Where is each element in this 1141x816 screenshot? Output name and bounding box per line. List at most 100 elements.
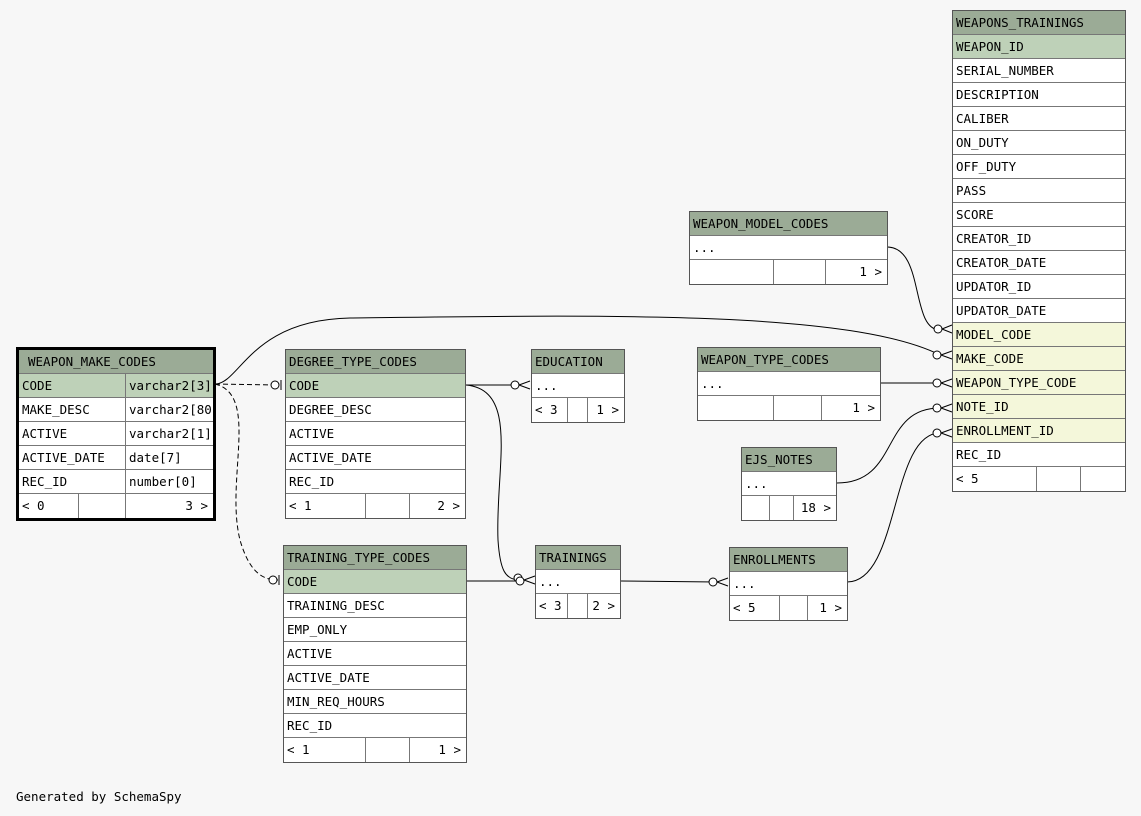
children-count[interactable]: 1 > — [859, 264, 882, 279]
table-header[interactable]: DEGREE_TYPE_CODES — [286, 350, 465, 374]
table-degree-type-codes[interactable]: DEGREE_TYPE_CODES CODE DEGREE_DESC ACTIV… — [285, 349, 466, 519]
children-count[interactable]: 2 > — [437, 498, 460, 513]
column-row[interactable]: CREATOR_ID — [953, 227, 1125, 251]
children-count[interactable]: 18 > — [800, 500, 831, 515]
table-footer: < 5 1 > — [730, 596, 847, 620]
column-row[interactable]: WEAPON_TYPE_CODE — [953, 371, 1125, 395]
table-header[interactable]: WEAPONS_TRAININGS — [953, 11, 1125, 35]
children-count[interactable]: 1 > — [438, 742, 461, 757]
edge-degree-trainings — [465, 384, 521, 581]
column-row[interactable]: UPDATOR_ID — [953, 275, 1125, 299]
column-row[interactable]: UPDATOR_DATE — [953, 299, 1125, 323]
column-row[interactable]: MAKE_CODE — [953, 347, 1125, 371]
column-row[interactable]: MIN_REQ_HOURS — [284, 690, 466, 714]
children-count[interactable]: 3 > — [185, 498, 208, 513]
column-row[interactable]: ACTIVE_DATE — [286, 446, 465, 470]
table-header[interactable]: TRAININGS — [536, 546, 620, 570]
table-footer: < 1 2 > — [286, 494, 465, 518]
table-header[interactable]: EJS_NOTES — [742, 448, 836, 472]
column-row[interactable]: ... — [532, 374, 624, 398]
column-row[interactable]: REC_ID — [953, 443, 1125, 467]
column-row[interactable]: ACTIVE_DATE — [284, 666, 466, 690]
crowfoot-circle-education — [510, 380, 520, 390]
column-row[interactable]: ACTIVE — [284, 642, 466, 666]
table-footer: < 3 2 > — [536, 594, 620, 618]
column-row[interactable]: ENROLLMENT_ID — [953, 419, 1125, 443]
column-row[interactable]: PASS — [953, 179, 1125, 203]
column-row[interactable]: ... — [690, 236, 887, 260]
crowfoot-enrollment — [940, 428, 953, 438]
column-row[interactable]: CODE varchar2[3] — [19, 374, 213, 398]
children-count[interactable]: 1 > — [852, 400, 875, 415]
table-weapon-make-codes[interactable]: WEAPON_MAKE_CODES CODE varchar2[3] MAKE_… — [16, 347, 216, 521]
table-weapons-trainings[interactable]: WEAPONS_TRAININGS WEAPON_ID SERIAL_NUMBE… — [952, 10, 1126, 492]
table-header[interactable]: ENROLLMENTS — [730, 548, 847, 572]
column-row[interactable]: ACTIVE varchar2[1] — [19, 422, 213, 446]
parents-count[interactable]: < 5 — [953, 467, 1037, 491]
column-row[interactable]: ... — [698, 372, 880, 396]
parents-count[interactable]: < 0 — [19, 494, 79, 518]
column-row[interactable]: REC_ID number[0] — [19, 470, 213, 494]
table-weapon-type-codes[interactable]: WEAPON_TYPE_CODES ... 1 > — [697, 347, 881, 421]
parents-count[interactable]: < 3 — [532, 398, 568, 422]
parents-count[interactable]: < 1 — [286, 494, 366, 518]
table-education[interactable]: EDUCATION ... < 3 1 > — [531, 349, 625, 423]
column-row[interactable]: CALIBER — [953, 107, 1125, 131]
table-trainings[interactable]: TRAININGS ... < 3 2 > — [535, 545, 621, 619]
parents-count[interactable]: < 1 — [284, 738, 366, 762]
table-training-type-codes[interactable]: TRAINING_TYPE_CODES CODE TRAINING_DESC E… — [283, 545, 467, 763]
column-row[interactable]: ... — [730, 572, 847, 596]
children-count[interactable]: 1 > — [596, 402, 619, 417]
crowfoot-note — [940, 403, 953, 413]
crowfoot-type — [940, 378, 953, 388]
edge-note-id — [836, 407, 941, 484]
table-footer: 18 > — [742, 496, 836, 520]
table-footer: < 5 — [953, 467, 1125, 491]
edge-make-code — [214, 315, 941, 385]
parents-count[interactable] — [742, 496, 770, 520]
table-footer: 1 > — [698, 396, 880, 420]
parents-count[interactable]: < 5 — [730, 596, 780, 620]
column-row[interactable]: SERIAL_NUMBER — [953, 59, 1125, 83]
column-row[interactable]: CODE — [286, 374, 465, 398]
table-header[interactable]: EDUCATION — [532, 350, 624, 374]
column-row[interactable]: CREATOR_DATE — [953, 251, 1125, 275]
column-row[interactable]: CODE — [284, 570, 466, 594]
column-row[interactable]: MODEL_CODE — [953, 323, 1125, 347]
children-count[interactable] — [1081, 467, 1125, 491]
column-row[interactable]: ... — [742, 472, 836, 496]
parents-count[interactable] — [690, 260, 774, 284]
table-enrollments[interactable]: ENROLLMENTS ... < 5 1 > — [729, 547, 848, 621]
children-count[interactable]: 2 > — [592, 598, 615, 613]
column-row[interactable]: REC_ID — [284, 714, 466, 738]
column-row[interactable]: TRAINING_DESC — [284, 594, 466, 618]
table-header[interactable]: WEAPON_MODEL_CODES — [690, 212, 887, 236]
edge-trainings-enrollments — [620, 580, 717, 583]
table-ejs-notes[interactable]: EJS_NOTES ... 18 > — [741, 447, 837, 521]
column-row[interactable]: EMP_ONLY — [284, 618, 466, 642]
table-footer: 1 > — [690, 260, 887, 284]
table-header[interactable]: WEAPON_MAKE_CODES — [19, 350, 213, 374]
column-row[interactable]: REC_ID — [286, 470, 465, 494]
crowfoot-circle-note — [932, 403, 942, 413]
column-row[interactable]: WEAPON_ID — [953, 35, 1125, 59]
children-count[interactable]: 1 > — [819, 600, 842, 615]
parents-count[interactable] — [698, 396, 774, 420]
column-row[interactable]: DESCRIPTION — [953, 83, 1125, 107]
column-row[interactable]: OFF_DUTY — [953, 155, 1125, 179]
column-row[interactable]: ... — [536, 570, 620, 594]
column-row[interactable]: ACTIVE_DATE date[7] — [19, 446, 213, 470]
parents-count[interactable]: < 3 — [536, 594, 568, 618]
column-row[interactable]: MAKE_DESC varchar2[80] — [19, 398, 213, 422]
column-row[interactable]: ON_DUTY — [953, 131, 1125, 155]
column-row[interactable]: DEGREE_DESC — [286, 398, 465, 422]
crowfoot-circle-degree — [270, 380, 280, 390]
column-row[interactable]: NOTE_ID — [953, 395, 1125, 419]
column-row[interactable]: ACTIVE — [286, 422, 465, 446]
table-header[interactable]: TRAINING_TYPE_CODES — [284, 546, 466, 570]
column-row[interactable]: SCORE — [953, 203, 1125, 227]
table-header[interactable]: WEAPON_TYPE_CODES — [698, 348, 880, 372]
table-weapon-model-codes[interactable]: WEAPON_MODEL_CODES ... 1 > — [689, 211, 888, 285]
crowfoot-circle-model — [933, 324, 943, 334]
